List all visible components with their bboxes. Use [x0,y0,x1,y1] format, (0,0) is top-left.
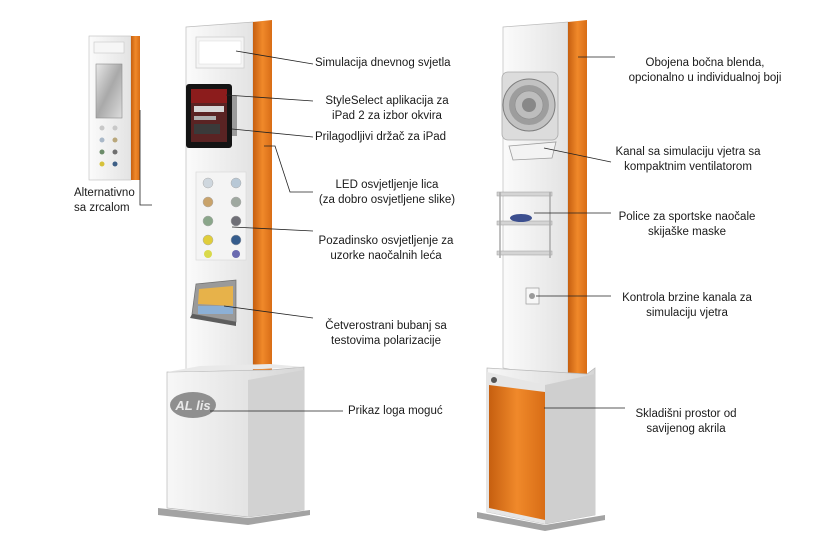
label-ipad-holder: Prilagodljivi držač za iPad [315,131,447,143]
callout-lines [139,50,625,412]
label-styleselect: StyleSelect aplikacija za iPad 2 za izbo… [325,95,449,122]
callout-drum [223,305,314,319]
logo: AL lis [170,392,216,418]
callout-styleselect [225,94,314,102]
shelves [496,191,553,258]
mirror-variant [88,35,140,181]
callout-wind [543,147,612,163]
callout-alternative [139,110,152,206]
callout-backlight [231,226,314,232]
ipad [186,84,237,148]
label-led: LED osvjetljenje lica (za dobro osvjetlj… [318,179,456,206]
callout-daylight [235,50,314,65]
label-side-panel: Obojena bočna blenda, opcionalno u indiv… [628,57,782,84]
label-speed: Kontrola brzine kanala za simulaciju vje… [622,292,752,319]
label-alternative: Alternativno sa zrcalom [74,187,135,214]
label-backlight: Pozadinsko osvjetljenje za uzorke naočal… [318,235,454,262]
logo-text: AL lis [174,398,210,413]
back-stand [477,20,605,531]
label-logo: Prikaz loga moguć [348,405,443,417]
label-storage: Skladišni prostor od savijenog akrila [635,408,737,435]
callout-led [264,145,313,193]
label-wind: Kanal sa simulaciju vjetra sa kompaktnim… [615,146,761,173]
front-stand: AL lis [158,20,310,525]
label-daylight: Simulacija dnevnog svjetla [315,57,451,69]
fan [501,71,559,141]
storage-door [489,385,545,520]
label-shelves: Police za sportske naočale skijaške mask… [618,211,756,238]
lens-samples [195,171,247,261]
polarization-drum [190,279,237,326]
label-drum: Četverostrani bubanj sa testovima polari… [325,320,447,347]
mirror-variant-samples [99,125,118,167]
callout-ipad-holder [231,128,314,138]
